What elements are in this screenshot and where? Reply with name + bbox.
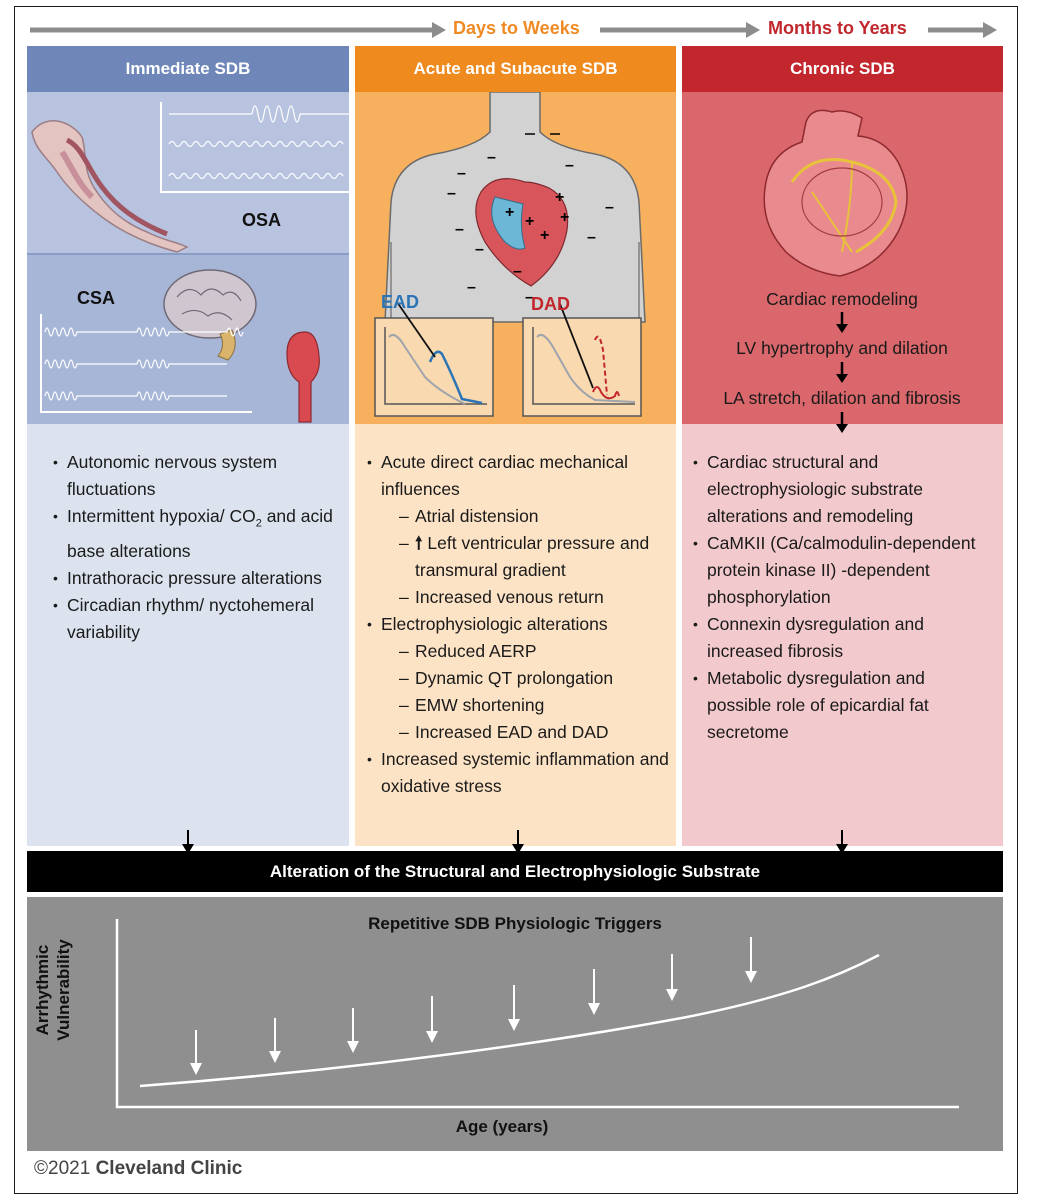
- flow-la-stretch: LA stretch, dilation and fibrosis: [723, 388, 961, 408]
- svg-text:–: –: [525, 289, 534, 306]
- chronic-bullet: Cardiac structural and electrophysiologi…: [693, 449, 993, 530]
- chronic-bullets: Cardiac structural and electrophysiologi…: [693, 449, 993, 746]
- immediate-header: Immediate SDB: [27, 46, 349, 92]
- acute-sub-item: 🠕 Left ventricular pressure and transmur…: [367, 530, 669, 584]
- remodeled-heart-illustration: [763, 109, 908, 277]
- timeline-months-label: Months to Years: [768, 18, 907, 38]
- y-axis-label-line1: Arrhythmic: [33, 944, 52, 1036]
- acute-sub-item: Reduced AERP: [367, 638, 669, 665]
- acute-sub-item: Atrial distension: [367, 503, 669, 530]
- svg-text:+: +: [505, 204, 514, 221]
- chronic-header: Chronic SDB: [682, 46, 1003, 92]
- figure-frame: [14, 6, 1018, 1194]
- immediate-bullet: Autonomic nervous system fluctuations: [53, 449, 338, 503]
- timeline-days-label: Days to Weeks: [453, 18, 580, 38]
- acute-sub-item: Increased venous return: [367, 584, 669, 611]
- timeline-arrows: [30, 22, 997, 38]
- chronic-bullet: Connexin dysregulation and increased fib…: [693, 611, 993, 665]
- banner-arrows: [182, 830, 848, 854]
- osa-csa-illustration: [27, 92, 349, 423]
- acute-bullets: Acute direct cardiac mechanical influenc…: [367, 449, 669, 800]
- acute-header: Acute and Subacute SDB: [355, 46, 676, 92]
- svg-text:–: –: [513, 263, 522, 280]
- svg-text:+: +: [525, 213, 534, 230]
- torso-heart-illustration: ––– ––– –++ +++ ––– –: [374, 92, 646, 417]
- svg-text:–: –: [487, 149, 496, 166]
- svg-text:–: –: [457, 165, 466, 182]
- svg-text:–: –: [467, 279, 476, 296]
- ead-label: EAD: [381, 292, 420, 312]
- csa-label: CSA: [77, 288, 116, 308]
- dad-label: DAD: [531, 294, 570, 314]
- x-axis-label: Age (years): [455, 1117, 549, 1136]
- flow-cardiac-remodeling: Cardiac remodeling: [766, 289, 918, 309]
- acute-sub-item: Dynamic QT prolongation: [367, 665, 669, 692]
- acute-sub-item: Increased EAD and DAD: [367, 719, 669, 746]
- svg-text:–: –: [565, 157, 574, 174]
- acute-bullet: Acute direct cardiac mechanical influenc…: [367, 449, 669, 503]
- svg-text:–: –: [447, 185, 456, 202]
- acute-bullet: Electrophysiologic alterations: [367, 611, 669, 638]
- immediate-bullet: Intrathoracic pressure alterations: [53, 565, 338, 592]
- svg-text:+: +: [560, 209, 569, 226]
- immediate-bullet: Intermittent hypoxia/ CO2 and acid base …: [53, 503, 338, 565]
- immediate-bullets: Autonomic nervous system fluctuations In…: [53, 449, 338, 646]
- svg-text:–: –: [475, 241, 484, 258]
- immediate-bullet: Circadian rhythm/ nyctohemeral variabili…: [53, 592, 338, 646]
- copyright: ©2021 Cleveland Clinic: [34, 1158, 243, 1179]
- acute-bullet: Increased systemic inflammation and oxid…: [367, 746, 669, 800]
- svg-text:–: –: [605, 199, 614, 216]
- svg-text:–: –: [587, 229, 596, 246]
- svg-text:+: +: [555, 189, 564, 206]
- svg-text:+: +: [540, 227, 549, 244]
- flow-arrows: [836, 312, 848, 433]
- y-axis-label-line2: Vulnerability: [54, 939, 73, 1041]
- osa-label: OSA: [242, 210, 282, 230]
- chronic-bullet: Metabolic dysregulation and possible rol…: [693, 665, 993, 746]
- substrate-banner: Alteration of the Structural and Electro…: [27, 851, 1003, 892]
- y-axis-label: Arrhythmic Vulnerability: [32, 930, 74, 1050]
- chronic-bullet: CaMKII (Ca/calmodulin-dependent protein …: [693, 530, 993, 611]
- flow-lv-hypertrophy: LV hypertrophy and dilation: [736, 338, 948, 358]
- vulnerability-plot: [115, 919, 959, 1109]
- acute-sub-item: EMW shortening: [367, 692, 669, 719]
- up-arrow-icon: 🠕: [415, 533, 423, 553]
- triggers-title: Repetitive SDB Physiologic Triggers: [368, 914, 662, 933]
- svg-text:–: –: [455, 221, 464, 238]
